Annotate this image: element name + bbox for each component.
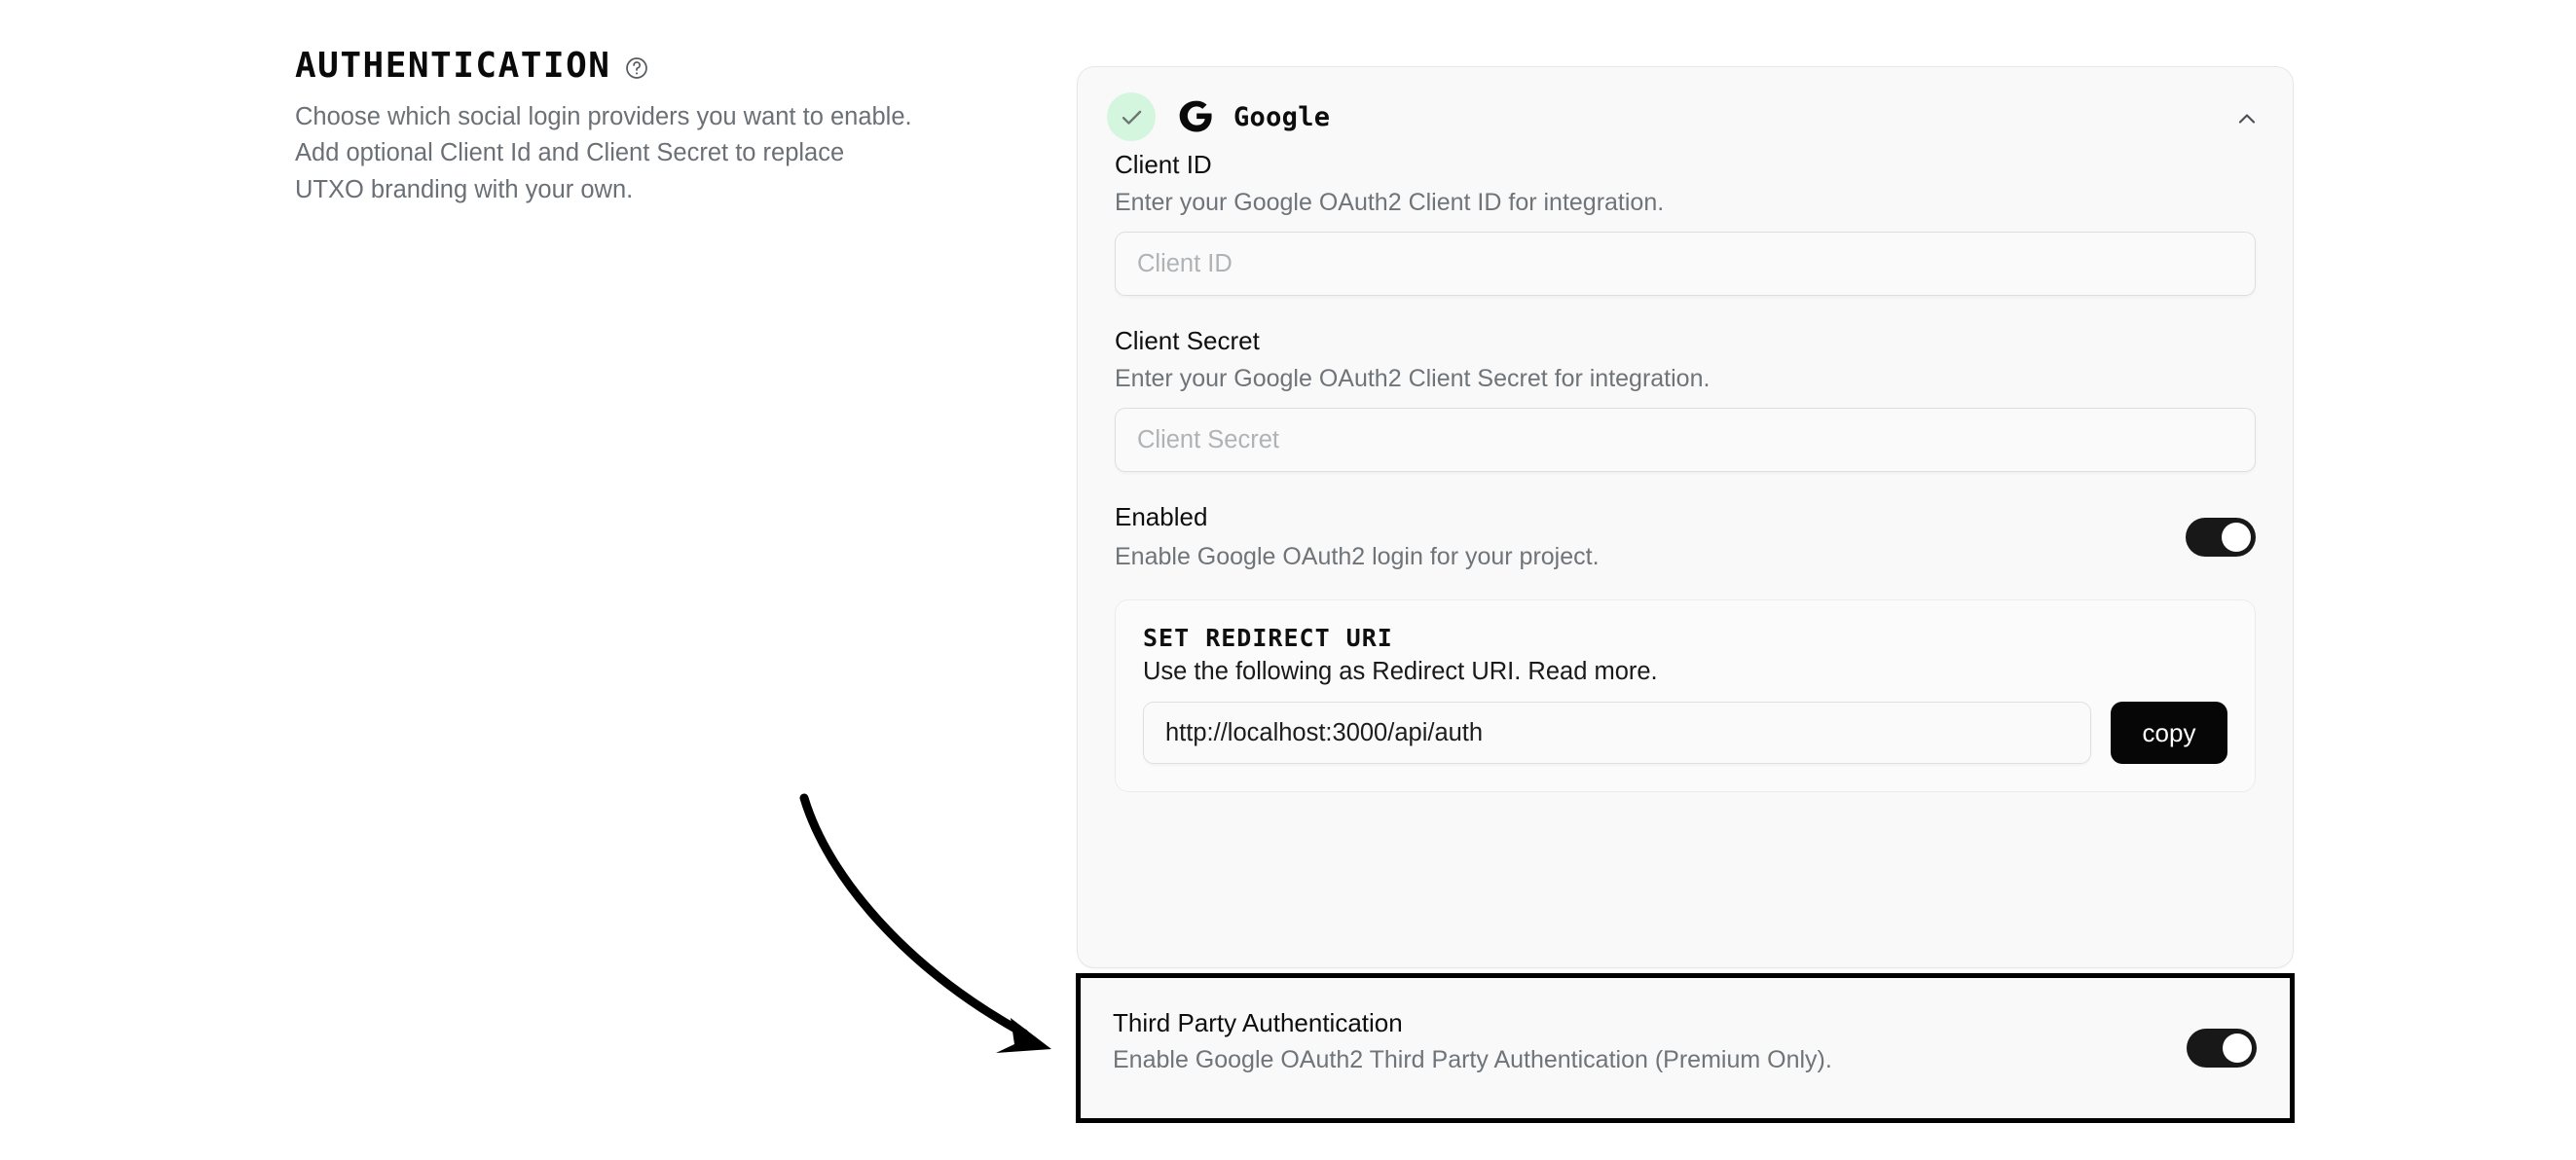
page-title: AUTHENTICATION: [295, 46, 611, 86]
enabled-toggle-row: Enabled Enable Google OAuth2 login for y…: [1115, 501, 2256, 572]
google-provider-card: Google Client ID Enter your Google OAuth…: [1077, 66, 2294, 968]
redirect-uri-input[interactable]: [1143, 702, 2091, 764]
third-party-authentication-highlight: Third Party Authentication Enable Google…: [1076, 973, 2295, 1123]
client-secret-input[interactable]: [1115, 408, 2256, 472]
client-secret-label: Client Secret: [1115, 326, 1260, 355]
enabled-toggle-switch[interactable]: [2186, 517, 2256, 557]
toggle-knob: [2223, 1033, 2252, 1063]
authentication-section-intro: AUTHENTICATION Choose which social login…: [295, 47, 938, 209]
client-id-label: Client ID: [1115, 150, 1212, 179]
client-id-help: Enter your Google OAuth2 Client ID for i…: [1115, 188, 1665, 216]
third-party-help: Enable Google OAuth2 Third Party Authent…: [1113, 1046, 1832, 1073]
chevron-up-icon[interactable]: [2230, 102, 2263, 135]
client-id-field-block: Client ID Enter your Google OAuth2 Clien…: [1115, 149, 2256, 296]
third-party-toggle-texts: Third Party Authentication Enable Google…: [1113, 1007, 1832, 1090]
section-description: Choose which social login providers you …: [295, 102, 912, 204]
redirect-uri-row: copy: [1143, 702, 2227, 764]
third-party-toggle-switch[interactable]: [2187, 1029, 2257, 1068]
client-secret-field-block: Client Secret Enter your Google OAuth2 C…: [1115, 325, 2256, 472]
client-id-input[interactable]: [1115, 232, 2256, 296]
enabled-help: Enable Google OAuth2 login for your proj…: [1115, 542, 1600, 570]
enabled-label: Enabled: [1115, 502, 1208, 531]
toggle-knob: [2222, 522, 2251, 552]
redirect-uri-panel: SET REDIRECT URI Use the following as Re…: [1115, 599, 2256, 792]
provider-card-body: Client ID Enter your Google OAuth2 Clien…: [1078, 149, 2293, 967]
redirect-uri-title: SET REDIRECT URI: [1143, 624, 1393, 652]
annotation-arrow-icon: [799, 793, 1051, 1053]
third-party-toggle-row: Third Party Authentication Enable Google…: [1081, 978, 2290, 1118]
question-mark-circle-icon[interactable]: [624, 55, 649, 81]
third-party-label: Third Party Authentication: [1113, 1007, 1403, 1037]
client-secret-help: Enter your Google OAuth2 Client Secret f…: [1115, 364, 1711, 392]
check-icon: [1107, 92, 1156, 141]
section-title-row: AUTHENTICATION: [295, 47, 938, 86]
enabled-toggle-texts: Enabled Enable Google OAuth2 login for y…: [1115, 501, 2160, 572]
copy-button[interactable]: copy: [2111, 702, 2227, 764]
provider-card-header[interactable]: Google: [1078, 67, 2293, 149]
redirect-uri-subtitle: Use the following as Redirect URI. Read …: [1143, 658, 1658, 685]
third-party-row-spacer: [1115, 817, 2256, 967]
provider-name: Google: [1233, 101, 1331, 132]
google-logo-icon: [1177, 97, 1216, 136]
